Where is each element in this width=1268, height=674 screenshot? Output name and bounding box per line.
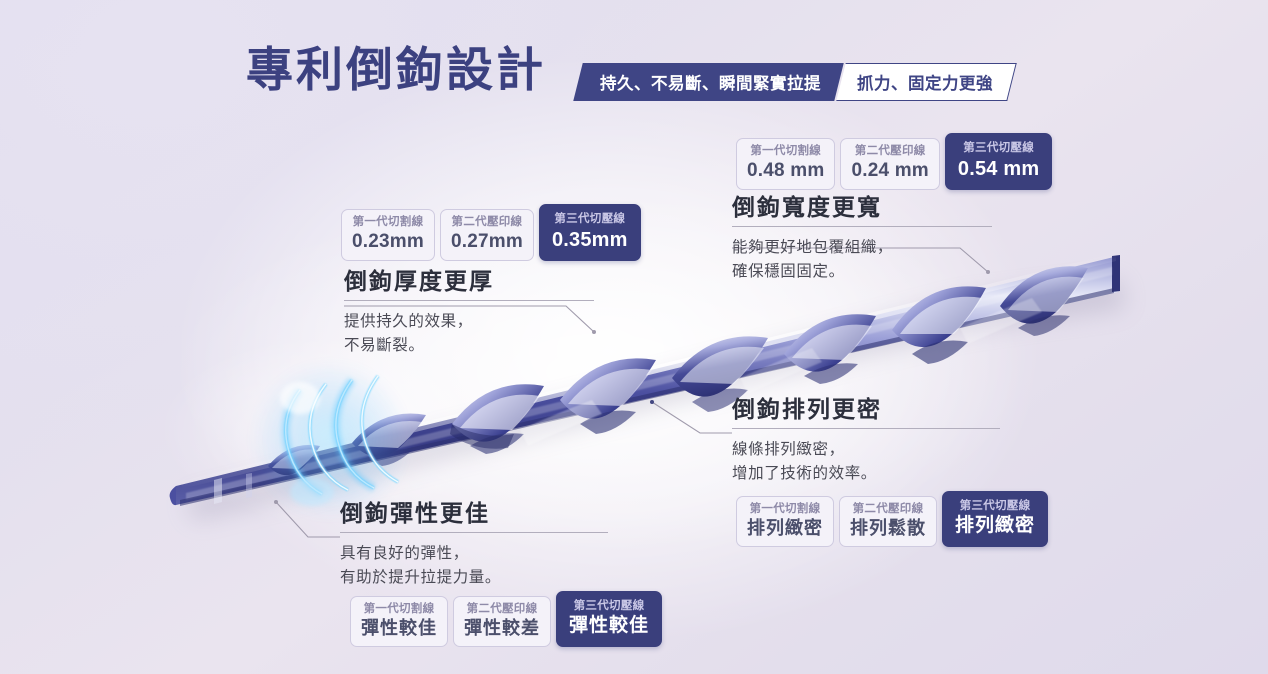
badge-value: 0.24 mm bbox=[851, 159, 929, 181]
badge-gen-label: 第二代壓印線 bbox=[466, 603, 538, 616]
badge-gen3-thickness: 第三代切壓線 0.35mm bbox=[538, 204, 641, 261]
badge-gen1-elasticity: 第一代切割線 彈性較佳 bbox=[350, 596, 448, 647]
callout-body: 能夠更好地包覆組織， 確保穩固固定。 bbox=[732, 236, 992, 284]
badge-value: 0.48 mm bbox=[747, 159, 825, 181]
badge-value: 排列緻密 bbox=[955, 514, 1036, 536]
callout-rule bbox=[732, 428, 1000, 430]
badge-gen-label: 第一代切割線 bbox=[750, 145, 822, 158]
badge-gen3-width: 第三代切壓線 0.54 mm bbox=[944, 133, 1053, 190]
badge-gen3-elasticity: 第三代切壓線 彈性較佳 bbox=[556, 591, 663, 647]
badge-gen-label: 第三代切壓線 bbox=[573, 600, 645, 612]
badge-gen-label: 第三代切壓線 bbox=[963, 142, 1035, 154]
callout-heading: 倒鉤彈性更佳 bbox=[340, 500, 490, 526]
badge-value: 0.27mm bbox=[450, 230, 523, 252]
badge-group-elasticity: 第一代切割線 彈性較佳 第二代壓印線 彈性較差 第三代切壓線 彈性較佳 bbox=[350, 591, 663, 647]
callout-body-line2: 不易斷裂。 bbox=[344, 337, 425, 355]
callout-body-line2: 有助於提升拉提力量。 bbox=[340, 569, 502, 587]
callout-thickness: 倒鉤厚度更厚 提供持久的效果， 不易斷裂。 bbox=[344, 268, 594, 358]
badge-gen2-width: 第二代壓印線 0.24 mm bbox=[840, 138, 940, 190]
callout-heading: 倒鉤厚度更厚 bbox=[344, 268, 494, 294]
badge-value: 排列緻密 bbox=[747, 517, 823, 538]
badge-value: 彈性較佳 bbox=[569, 614, 650, 636]
badge-gen-label: 第一代切割線 bbox=[749, 503, 821, 516]
badge-gen3-density: 第三代切壓線 排列緻密 bbox=[942, 491, 1049, 547]
callout-width: 倒鉤寬度更寬 能夠更好地包覆組織， 確保穩固固定。 bbox=[732, 194, 992, 284]
badge-value: 0.23mm bbox=[352, 230, 424, 252]
badge-gen2-elasticity: 第二代壓印線 彈性較差 bbox=[453, 596, 551, 647]
badge-group-density: 第一代切割線 排列緻密 第二代壓印線 排列鬆散 第三代切壓線 排列緻密 bbox=[736, 491, 1049, 547]
badge-value: 排列鬆散 bbox=[850, 517, 926, 538]
callout-body-line1: 具有良好的彈性， bbox=[340, 545, 469, 563]
badge-gen2-thickness: 第二代壓印線 0.27mm bbox=[439, 209, 534, 261]
callout-rule bbox=[340, 532, 608, 534]
callout-body-line2: 增加了技術的效率。 bbox=[732, 465, 877, 483]
badge-value: 彈性較佳 bbox=[361, 617, 437, 638]
callout-body: 具有良好的彈性， 有助於提升拉提力量。 bbox=[340, 542, 608, 590]
badge-gen1-width: 第一代切割線 0.48 mm bbox=[736, 138, 836, 190]
badge-value: 0.35mm bbox=[551, 228, 628, 251]
banner-segment-secondary: 抓力、固定力更強 bbox=[836, 63, 1017, 101]
badge-gen-label: 第二代壓印線 bbox=[854, 145, 926, 158]
badge-gen-label: 第二代壓印線 bbox=[451, 216, 523, 229]
badge-value: 彈性較差 bbox=[464, 617, 540, 638]
banner-segment-primary: 持久、不易斷、瞬間緊實拉提 bbox=[573, 63, 844, 101]
badge-gen1-thickness: 第一代切割線 0.23mm bbox=[341, 209, 435, 261]
badge-gen-label: 第二代壓印線 bbox=[852, 503, 924, 516]
callout-rule bbox=[732, 226, 992, 228]
badge-gen-label: 第三代切壓線 bbox=[959, 500, 1031, 512]
badge-gen1-density: 第一代切割線 排列緻密 bbox=[736, 496, 834, 547]
callout-elasticity: 倒鉤彈性更佳 具有良好的彈性， 有助於提升拉提力量。 bbox=[340, 500, 608, 590]
callout-heading: 倒鉤寬度更寬 bbox=[732, 194, 882, 220]
badge-group-thickness: 第一代切割線 0.23mm 第二代壓印線 0.27mm 第三代切壓線 0.35m… bbox=[341, 204, 641, 261]
callout-body-line1: 提供持久的效果， bbox=[344, 313, 473, 331]
callout-body: 線條排列緻密， 增加了技術的效率。 bbox=[732, 438, 1000, 486]
callout-density: 倒鉤排列更密 線條排列緻密， 增加了技術的效率。 bbox=[732, 396, 1000, 486]
callout-body-line1: 能夠更好地包覆組織， bbox=[732, 239, 894, 257]
callout-body-line1: 線條排列緻密， bbox=[732, 441, 845, 459]
banner-primary-label: 持久、不易斷、瞬間緊實拉提 bbox=[600, 75, 821, 93]
page-title: 專利倒鉤設計 bbox=[246, 43, 546, 96]
badge-gen-label: 第三代切壓線 bbox=[554, 213, 626, 225]
callout-body-line2: 確保穩固固定。 bbox=[732, 263, 845, 281]
header-banner: 持久、不易斷、瞬間緊實拉提 抓力、固定力更強 bbox=[573, 63, 1017, 101]
callout-heading: 倒鉤排列更密 bbox=[732, 396, 882, 422]
callout-rule bbox=[344, 300, 594, 302]
banner-secondary-label: 抓力、固定力更強 bbox=[857, 75, 993, 93]
badge-value: 0.54 mm bbox=[957, 157, 1040, 180]
badge-gen-label: 第一代切割線 bbox=[352, 216, 424, 229]
badge-gen-label: 第一代切割線 bbox=[363, 603, 435, 616]
badge-gen2-density: 第二代壓印線 排列鬆散 bbox=[839, 496, 937, 547]
badge-group-width: 第一代切割線 0.48 mm 第二代壓印線 0.24 mm 第三代切壓線 0.5… bbox=[736, 133, 1053, 190]
callout-body: 提供持久的效果， 不易斷裂。 bbox=[344, 310, 594, 358]
